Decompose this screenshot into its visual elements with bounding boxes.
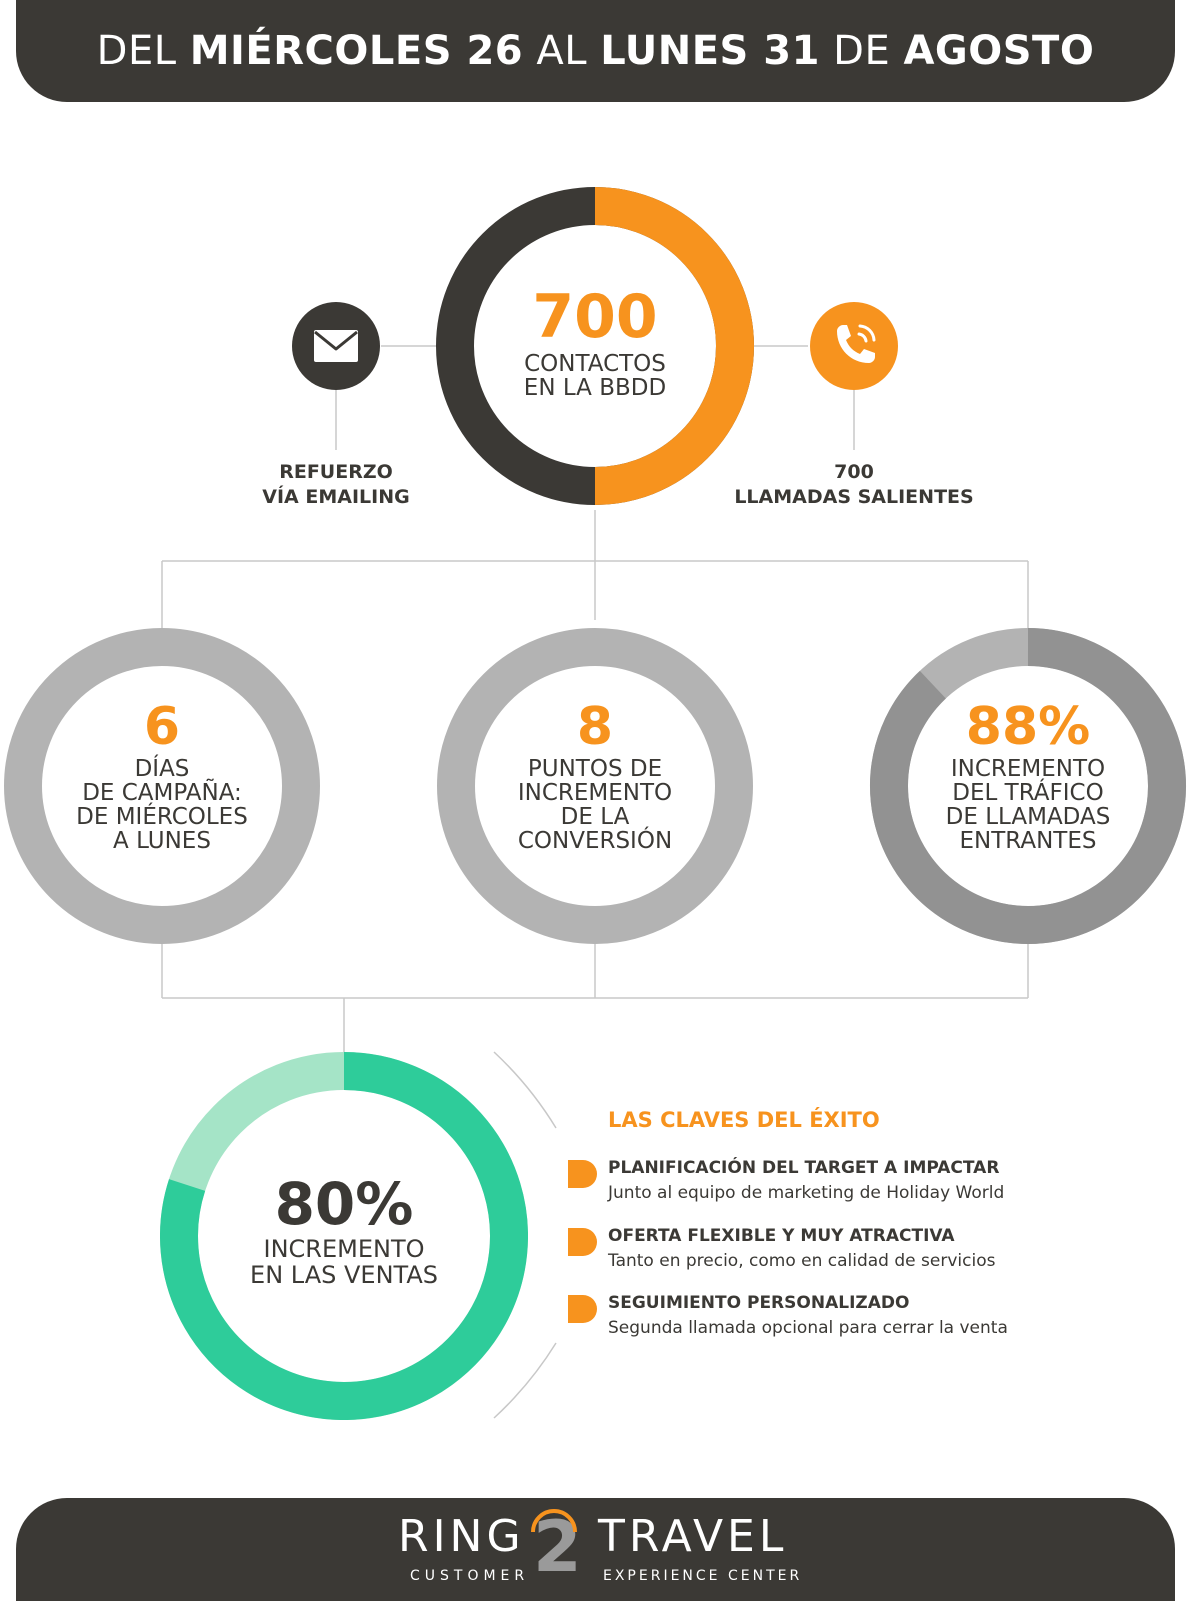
- brand-logo-left: RING: [398, 1511, 525, 1562]
- traffic-label-2: DEL TRÁFICO: [952, 780, 1104, 806]
- days-number: 6: [143, 697, 181, 757]
- contacts-center: 700 CONTACTOS EN LA BBDD: [475, 282, 715, 400]
- traffic-donut: [870, 628, 1186, 944]
- days-label-3: DE MIÉRCOLES: [76, 804, 248, 830]
- email-circle: [292, 302, 380, 390]
- conversion-label-3: DE LA: [560, 804, 630, 830]
- brand-tag-left: CUSTOMER: [410, 1568, 530, 1584]
- key-bullet-icon: [568, 1160, 597, 1188]
- key-sub-1: Junto al equipo de marketing de Holiday …: [608, 1183, 1005, 1203]
- header-banner: DEL MIÉRCOLES 26 AL LUNES 31 DE AGOSTO: [16, 0, 1175, 102]
- key-title-1: PLANIFICACIÓN DEL TARGET A IMPACTAR: [608, 1158, 1000, 1178]
- email-label-1: REFUERZO: [279, 461, 393, 483]
- brand-tag-right: EXPERIENCE CENTER: [603, 1568, 803, 1584]
- traffic-arc: [870, 628, 1186, 944]
- calls-label-2: LLAMADAS SALIENTES: [734, 486, 974, 508]
- sales-donut: [160, 1052, 528, 1420]
- header-text-4: LUNES 31: [600, 28, 820, 74]
- traffic-label-3: DE LLAMADAS: [945, 804, 1111, 830]
- key-sub-2: Tanto en precio, como en calidad de serv…: [608, 1251, 996, 1271]
- sales-label-2: EN LAS VENTAS: [250, 1261, 438, 1289]
- keys-title: LAS CLAVES DEL ÉXITO: [608, 1108, 880, 1132]
- key-title-3: SEGUIMIENTO PERSONALIZADO: [608, 1293, 910, 1313]
- key-item-1: PLANIFICACIÓN DEL TARGET A IMPACTAR Junt…: [568, 1158, 1128, 1208]
- sales-number: 80%: [274, 1170, 414, 1238]
- conversion-label-1: PUNTOS DE: [527, 756, 663, 782]
- days-label-1: DÍAS: [134, 756, 190, 782]
- envelope-icon: [314, 330, 358, 362]
- key-title-2: OFERTA FLEXIBLE Y MUY ATRACTIVA: [608, 1226, 955, 1246]
- contacts-donut: [436, 187, 754, 505]
- header-text-6: AGOSTO: [903, 28, 1095, 74]
- footer-banner: [16, 1498, 1175, 1601]
- calls-label: 700 LLAMADAS SALIENTES: [724, 460, 984, 510]
- calls-label-1: 700: [834, 461, 874, 483]
- sales-label-1: INCREMENTO: [263, 1235, 425, 1263]
- key-sub-3: Segunda llamada opcional para cerrar la …: [608, 1318, 1008, 1338]
- phone-icon: [837, 324, 876, 363]
- sales-arc: [160, 1052, 528, 1420]
- contacts-label-1: CONTACTOS: [524, 351, 666, 377]
- key-bullet-icon: [568, 1228, 597, 1256]
- traffic-number: 88%: [965, 697, 1091, 757]
- days-label-2: DE CAMPAÑA:: [82, 780, 242, 806]
- email-label-2: VÍA EMAILING: [262, 486, 410, 508]
- headset-icon: [531, 1509, 577, 1533]
- brand-logo-right: TRAVEL: [598, 1511, 788, 1562]
- header-text-5: DE: [819, 28, 904, 74]
- phone-circle: [810, 302, 898, 390]
- traffic-center: 88% INCREMENTO DEL TRÁFICO DE LLAMADAS E…: [908, 697, 1148, 853]
- conversion-label-4: CONVERSIÓN: [517, 828, 673, 854]
- header-text-3: AL: [523, 28, 601, 74]
- traffic-label-1: INCREMENTO: [950, 756, 1106, 782]
- traffic-label-4: ENTRANTES: [959, 828, 1097, 854]
- sales-center: 80% INCREMENTO EN LAS VENTAS: [214, 1172, 474, 1288]
- conversion-number: 8: [576, 697, 614, 757]
- contacts-label-2: EN LA BBDD: [523, 375, 667, 401]
- days-center: 6 DÍAS DE CAMPAÑA: DE MIÉRCOLES A LUNES: [42, 697, 282, 853]
- key-item-2: OFERTA FLEXIBLE Y MUY ATRACTIVA Tanto en…: [568, 1226, 1128, 1276]
- header-text-1: DEL: [96, 28, 190, 74]
- header-text-2: MIÉRCOLES 26: [189, 28, 524, 74]
- key-bullet-icon: [568, 1295, 597, 1323]
- email-label: REFUERZO VÍA EMAILING: [226, 460, 446, 510]
- conversion-center: 8 PUNTOS DE INCREMENTO DE LA CONVERSIÓN: [475, 697, 715, 853]
- conversion-label-2: INCREMENTO: [517, 780, 673, 806]
- days-label-4: A LUNES: [113, 828, 211, 854]
- contacts-number: 700: [532, 282, 658, 352]
- key-item-3: SEGUIMIENTO PERSONALIZADO Segunda llamad…: [568, 1293, 1128, 1343]
